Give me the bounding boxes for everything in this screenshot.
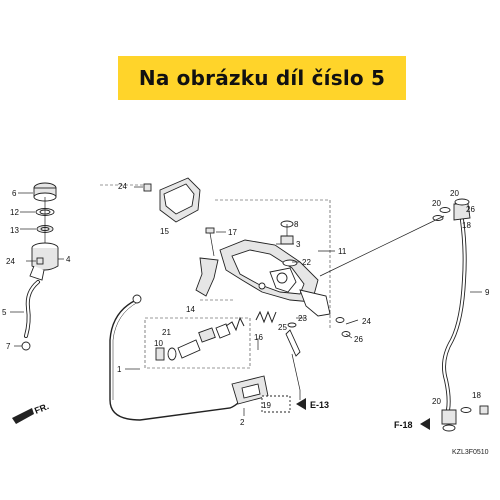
label-5: 5	[2, 308, 7, 317]
label-14: 14	[186, 305, 195, 314]
label-26-top: 26	[466, 205, 475, 214]
label-24-right: 24	[362, 317, 371, 326]
label-12: 12	[10, 208, 19, 217]
label-10: 10	[154, 339, 163, 348]
ref-f18: F-18	[394, 420, 413, 430]
label-1: 1	[117, 365, 122, 374]
bolt-17	[205, 227, 215, 257]
label-24-left: 24	[6, 257, 15, 266]
bolt-8	[280, 220, 294, 245]
label-18-top: 18	[462, 221, 471, 230]
reservoir-assembly	[29, 182, 59, 281]
label-20-mid: 20	[432, 199, 441, 208]
label-3: 3	[296, 240, 301, 249]
label-13: 13	[10, 226, 19, 235]
label-2: 2	[240, 418, 245, 427]
banner-text: Na obrázku díl číslo 5	[138, 66, 386, 90]
label-21: 21	[162, 328, 171, 337]
front-label: FR.	[33, 401, 50, 416]
label-11: 11	[338, 247, 347, 256]
ref-e13: E-13	[310, 400, 329, 410]
label-25: 25	[278, 323, 287, 332]
label-19: 19	[262, 401, 271, 410]
label-7: 7	[6, 342, 11, 351]
master-cylinder	[195, 239, 331, 317]
label-20-bottom: 20	[432, 397, 441, 406]
label-26-right: 26	[354, 335, 363, 344]
label-20-top: 20	[450, 189, 459, 198]
label-22: 22	[302, 258, 311, 267]
label-18-bottom: 18	[472, 391, 481, 400]
f18-arrow-icon	[420, 418, 430, 430]
e13-arrow-icon	[296, 398, 306, 410]
label-4: 4	[66, 255, 71, 264]
label-8: 8	[294, 220, 299, 229]
label-16: 16	[254, 333, 263, 342]
part-number-banner: Na obrázku díl číslo 5	[118, 56, 406, 100]
label-6: 6	[12, 189, 17, 198]
diagram-code: KZL3F0510	[452, 449, 489, 456]
label-17: 17	[228, 228, 237, 237]
label-15: 15	[160, 227, 169, 236]
label-9: 9	[485, 288, 490, 297]
piston-kit	[155, 316, 245, 361]
label-24-top: 24	[118, 182, 127, 191]
label-23: 23	[298, 314, 307, 323]
front-arrow-icon	[12, 408, 34, 424]
